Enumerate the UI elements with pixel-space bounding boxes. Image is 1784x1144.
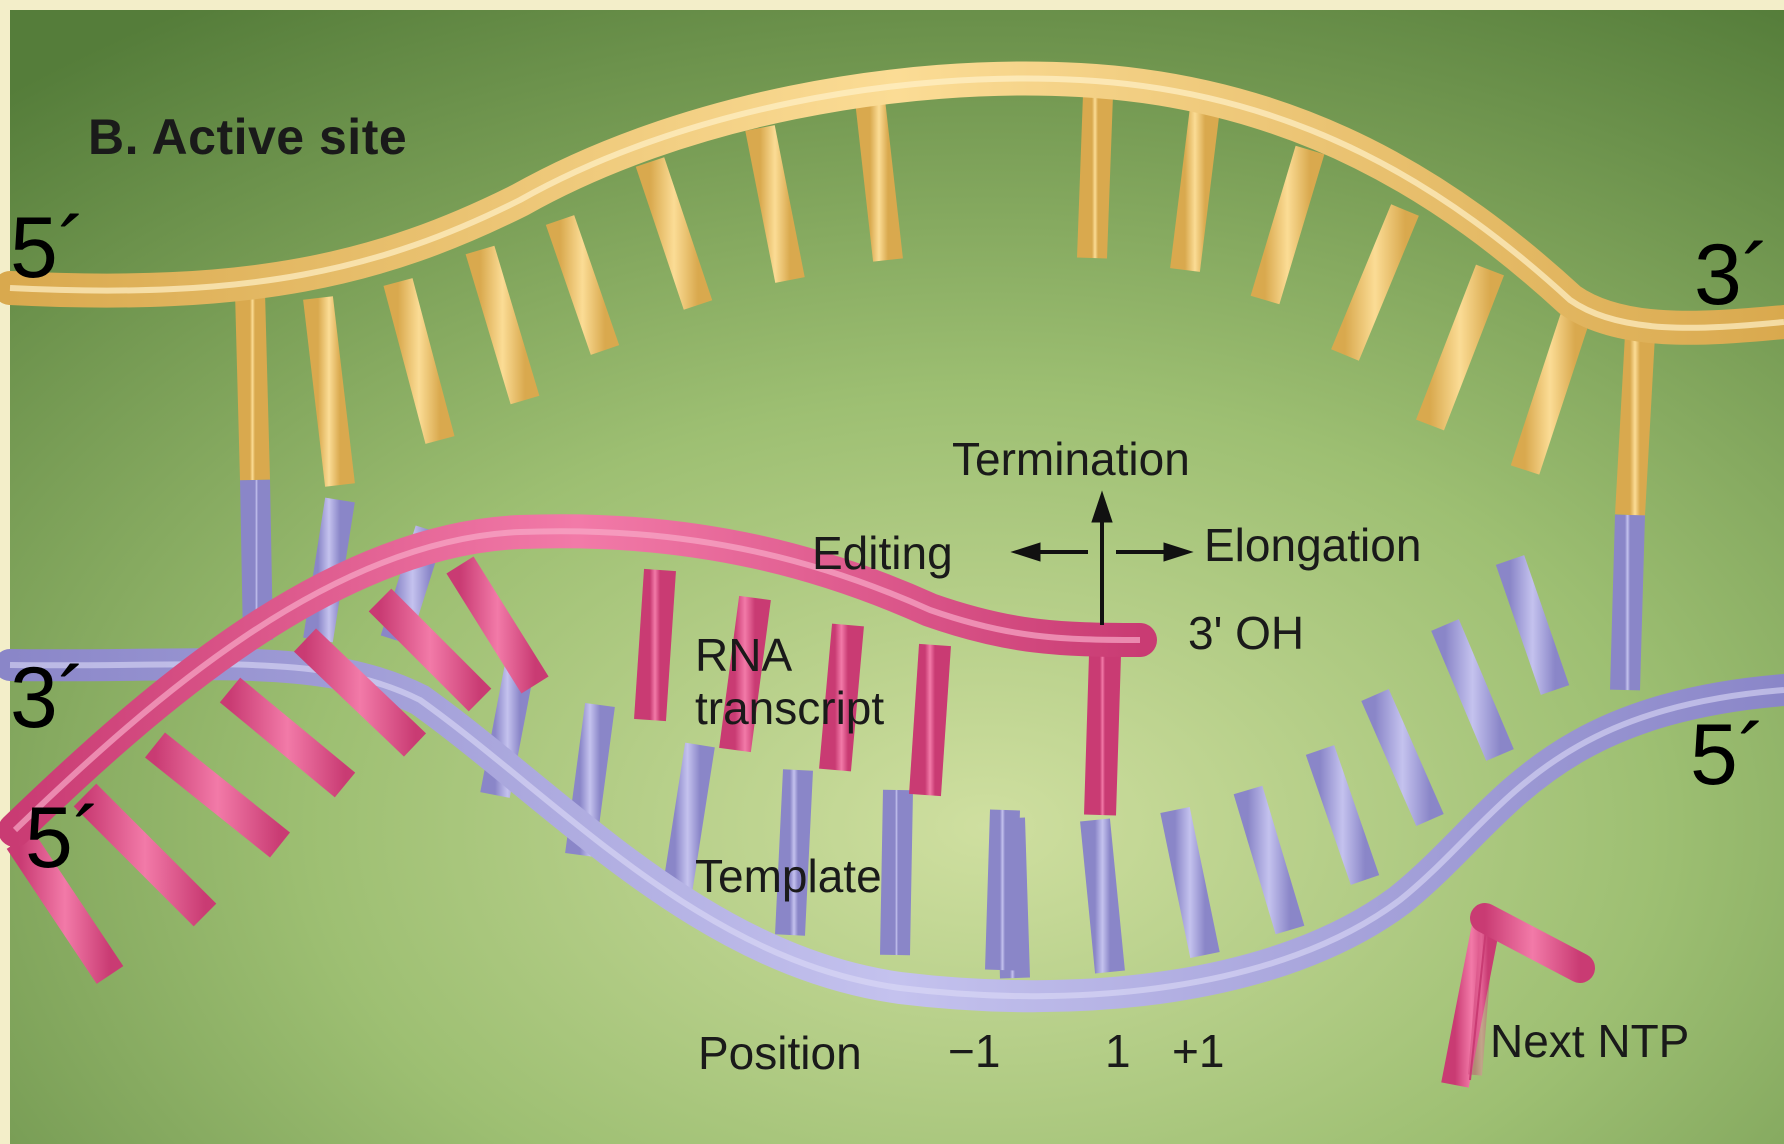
diagram-title: B. Active site	[88, 112, 407, 162]
position-one: 1	[1105, 1028, 1131, 1074]
rna-transcript-label-line2: transcript	[695, 685, 884, 731]
three-prime-oh-label: 3' OH	[1188, 610, 1304, 656]
next-ntp-label: Next NTP	[1490, 1018, 1689, 1064]
position-plus-one: +1	[1172, 1028, 1224, 1074]
editing-label: Editing	[812, 530, 953, 576]
position-minus-one: −1	[948, 1028, 1000, 1074]
rna-5-prime-label: 5´	[25, 795, 101, 881]
template-strand-5-prime-label: 5´	[1690, 712, 1766, 798]
template-strand-3-prime-label: 3´	[10, 655, 86, 741]
coding-strand-5-prime-label: 5´	[10, 205, 86, 291]
termination-label: Termination	[952, 436, 1190, 482]
coding-strand-3-prime-label: 3´	[1694, 232, 1770, 318]
template-label: Template	[695, 853, 882, 899]
rna-transcript-label-line1: RNA	[695, 632, 792, 678]
elongation-label: Elongation	[1204, 522, 1421, 568]
position-label: Position	[698, 1030, 862, 1076]
